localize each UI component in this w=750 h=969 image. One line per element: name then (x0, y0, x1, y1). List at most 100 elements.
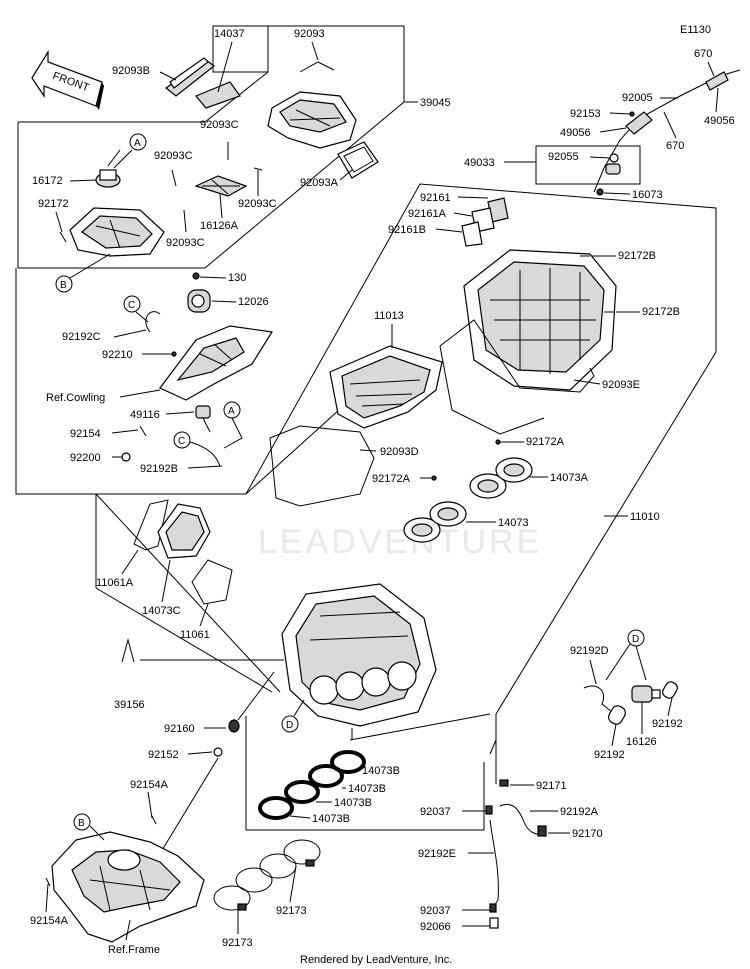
part-lower-housing (69, 207, 165, 257)
part-92093A (337, 141, 379, 179)
part-upper-housing (463, 249, 617, 391)
part-92192E (489, 819, 499, 907)
label-92055: 92055 (548, 151, 579, 163)
callout-A-mid: A (223, 401, 243, 449)
label-14073C: 14073C (142, 605, 181, 617)
label-92093A: 92093A (300, 177, 339, 189)
label-92093C-c: 92093C (238, 198, 277, 210)
label-49116: 49116 (130, 409, 160, 421)
label-92066: 92066 (420, 921, 451, 933)
part-14037 (195, 81, 241, 109)
label-92093C-a: 92093C (200, 119, 239, 131)
part-cowling-bracket (159, 325, 273, 401)
label-92210: 92210 (102, 349, 133, 361)
label-92161B: 92161B (388, 224, 426, 236)
label-92093B: 92093B (112, 65, 150, 77)
part-92093D (269, 425, 375, 507)
label-16126: 16126 (626, 736, 657, 748)
label-670-b: 670 (666, 140, 684, 152)
part-49056-b (705, 71, 729, 91)
part-92161B (461, 221, 483, 247)
part-16126 (631, 685, 661, 703)
part-14073B-rings (258, 750, 366, 820)
part-11061 (191, 559, 233, 605)
label-92173-a: 92173 (276, 905, 307, 917)
label-92037-a: 92037 (420, 806, 451, 818)
label-14073B-b: 14073B (348, 783, 386, 795)
label-14073B-d: 14073B (312, 813, 350, 825)
label-92154: 92154 (70, 428, 101, 440)
label-49033: 49033 (464, 157, 495, 169)
callout-B-frame-label: B (78, 818, 85, 829)
label-92093D: 92093D (380, 446, 419, 458)
label-92037-b: 92037 (420, 905, 451, 917)
callout-C-mid: C (123, 295, 149, 323)
part-92192D (583, 685, 613, 713)
callout-B-top-label: B (60, 280, 67, 291)
part-49056-a (625, 111, 653, 135)
label-11061A: 11061A (96, 577, 134, 589)
label-92153: 92153 (570, 108, 601, 120)
label-16172: 16172 (32, 175, 63, 187)
front-arrow-icon: FRONT (31, 49, 104, 110)
callout-C-lower-label: C (178, 436, 185, 447)
part-92170 (537, 825, 547, 837)
part-16073 (596, 188, 604, 196)
label-92172A-b: 92172A (372, 473, 411, 485)
callout-D-right: D (605, 629, 647, 681)
label-92173-b: 92173 (222, 937, 253, 949)
label-92171: 92171 (536, 780, 567, 792)
part-92173-clamps (213, 839, 321, 911)
part-92171 (499, 779, 509, 787)
part-92160 (228, 719, 240, 733)
part-11013-element (329, 345, 443, 429)
callout-D-right-label: D (632, 634, 639, 645)
diagram-code: E1130 (680, 24, 711, 36)
label-92172B-a: 92172B (618, 250, 656, 262)
label-92192B: 92192B (140, 463, 178, 475)
label-39045: 39045 (420, 97, 451, 109)
callout-C-mid-label: C (128, 300, 135, 311)
part-airbox-base (281, 583, 437, 727)
label-92161: 92161 (420, 192, 451, 204)
label-92160: 92160 (164, 723, 195, 735)
callout-A-top-label: A (134, 138, 141, 149)
label-11010: 11010 (630, 511, 660, 523)
label-49056-b: 49056 (704, 115, 735, 127)
part-16172 (95, 149, 121, 188)
part-92192-b (662, 681, 678, 699)
label-92192-a: 92192 (594, 749, 625, 761)
label-92192A: 92192A (560, 806, 599, 818)
part-11061A (133, 499, 169, 551)
label-49056-a: 49056 (560, 127, 591, 139)
part-ref-frame (51, 831, 205, 943)
part-92093E (439, 319, 595, 393)
label-92192-b: 92192 (652, 718, 683, 730)
label-14073B-c: 14073B (334, 797, 372, 809)
callout-B-top: B (55, 253, 111, 293)
part-39045-housing (267, 91, 357, 149)
label-39156: 39156 (114, 699, 145, 711)
label-92093C-d: 92093C (166, 237, 205, 249)
label-14037: 14037 (214, 28, 245, 40)
label-92192D: 92192D (570, 645, 609, 657)
label-92170: 92170 (572, 828, 603, 840)
label-92152: 92152 (148, 749, 179, 761)
part-92093B (164, 57, 215, 97)
callout-D-base-label: D (286, 720, 293, 731)
label-ref-frame: Ref.Frame (108, 944, 160, 956)
callout-A-mid-label: A (228, 406, 235, 417)
watermark: LEADVENTURE (258, 523, 542, 561)
part-49116 (195, 405, 211, 433)
part-12026 (187, 289, 211, 313)
label-11061: 11061 (180, 629, 210, 641)
part-92037-a (485, 805, 493, 815)
label-92093E: 92093E (602, 379, 640, 391)
part-92055 (605, 153, 621, 175)
callout-C-lower: C (173, 431, 221, 467)
footer-credit: Rendered by LeadVenture, Inc. (300, 954, 452, 966)
label-92154A-b: 92154A (30, 915, 69, 927)
label-670-a: 670 (694, 48, 712, 60)
part-92200 (121, 452, 131, 462)
